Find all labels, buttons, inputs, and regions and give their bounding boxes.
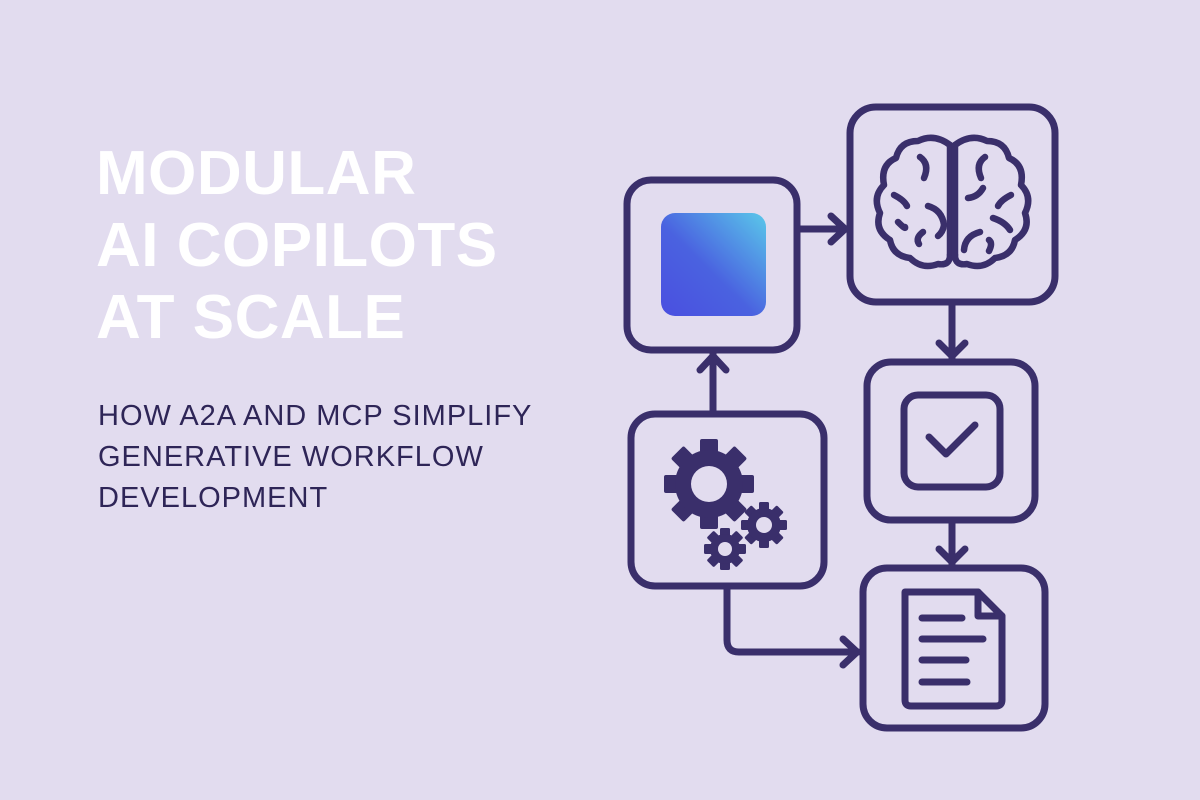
node-document (859, 564, 1049, 732)
checkbox-icon (900, 391, 1004, 491)
edge-tools-to-model (696, 348, 730, 418)
brain-icon (873, 134, 1032, 270)
node-check (863, 358, 1039, 524)
subheadline: HOW A2A AND MCP SIMPLIFY GENERATIVE WORK… (98, 396, 532, 519)
gears-icon (664, 439, 787, 570)
edge-brain-to-check (935, 298, 969, 362)
document-icon (901, 588, 1006, 710)
headline-line-3: AT SCALE (96, 283, 406, 352)
subheadline-line-1: HOW A2A AND MCP SIMPLIFY (98, 400, 533, 432)
edge-check-to-document (935, 516, 969, 568)
headline-line-1: MODULAR (96, 139, 417, 208)
subheadline-line-2: GENERATIVE WORKFLOW (98, 441, 484, 473)
headline: MODULAR AI COPILOTS AT SCALE (96, 138, 498, 354)
headline-line-2: AI COPILOTS (96, 211, 498, 280)
edge-model-to-brain (793, 212, 850, 246)
edge-tools-to-document (723, 582, 862, 669)
subheadline-line-3: DEVELOPMENT (98, 482, 329, 514)
gradient-square-icon (661, 213, 766, 316)
